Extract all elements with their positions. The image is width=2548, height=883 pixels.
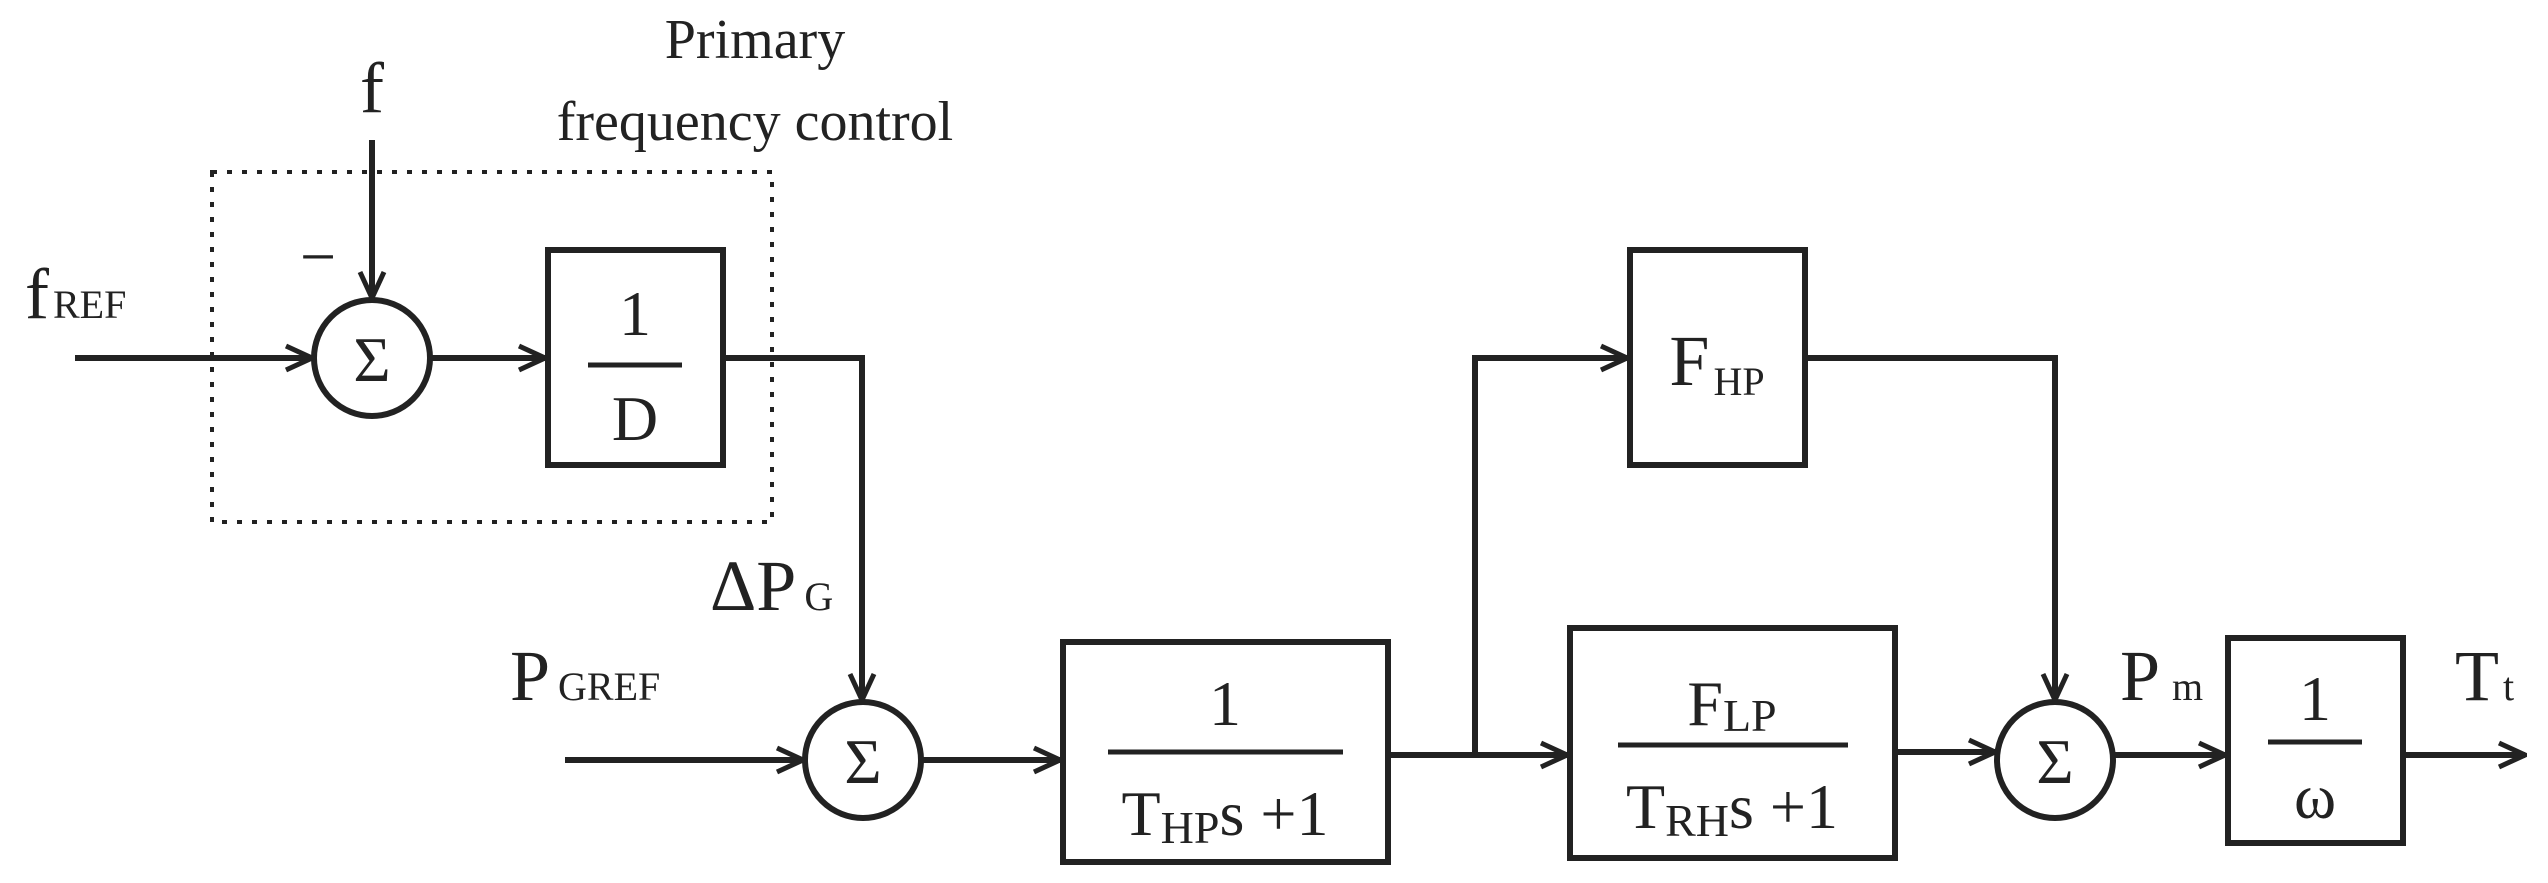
droop-output-line bbox=[723, 355, 862, 700]
svg-text:TRHs +1: TRHs +1 bbox=[1626, 771, 1838, 846]
f-input-label: f bbox=[360, 48, 384, 128]
svg-text:1: 1 bbox=[1209, 668, 1241, 739]
sum-junction-power: Σ bbox=[802, 699, 924, 821]
svg-text:Σ: Σ bbox=[2036, 726, 2073, 797]
svg-text:FHP: FHP bbox=[1669, 321, 1764, 404]
svg-text:FLP: FLP bbox=[1687, 668, 1776, 741]
hp-to-fhp-line bbox=[1472, 358, 1627, 755]
svg-text:1: 1 bbox=[2299, 663, 2331, 734]
droop-block: 1 D bbox=[545, 247, 726, 468]
group-title-line1: Primary bbox=[665, 9, 845, 71]
hp-turbine-block: 1 THPs +1 bbox=[1060, 639, 1391, 865]
speed-block: 1 ω bbox=[2225, 635, 2406, 846]
svg-text:ω: ω bbox=[2294, 761, 2336, 832]
svg-text:THPs +1: THPs +1 bbox=[1122, 778, 1329, 853]
primary-control-group-border bbox=[210, 170, 774, 524]
svg-text:Σ: Σ bbox=[844, 726, 881, 797]
sum-junction-mechanical: Σ bbox=[1994, 699, 2116, 821]
svg-text:Σ: Σ bbox=[353, 324, 390, 395]
svg-text:1: 1 bbox=[619, 278, 651, 349]
svg-text:D: D bbox=[612, 383, 658, 454]
minus-sign: − bbox=[300, 221, 336, 292]
fhp-to-sum-line bbox=[1805, 355, 2055, 700]
group-title-line2: frequency control bbox=[557, 91, 953, 153]
reheater-block: FLP TRHs +1 bbox=[1567, 625, 1898, 861]
sum-junction-frequency: Σ bbox=[311, 297, 433, 419]
